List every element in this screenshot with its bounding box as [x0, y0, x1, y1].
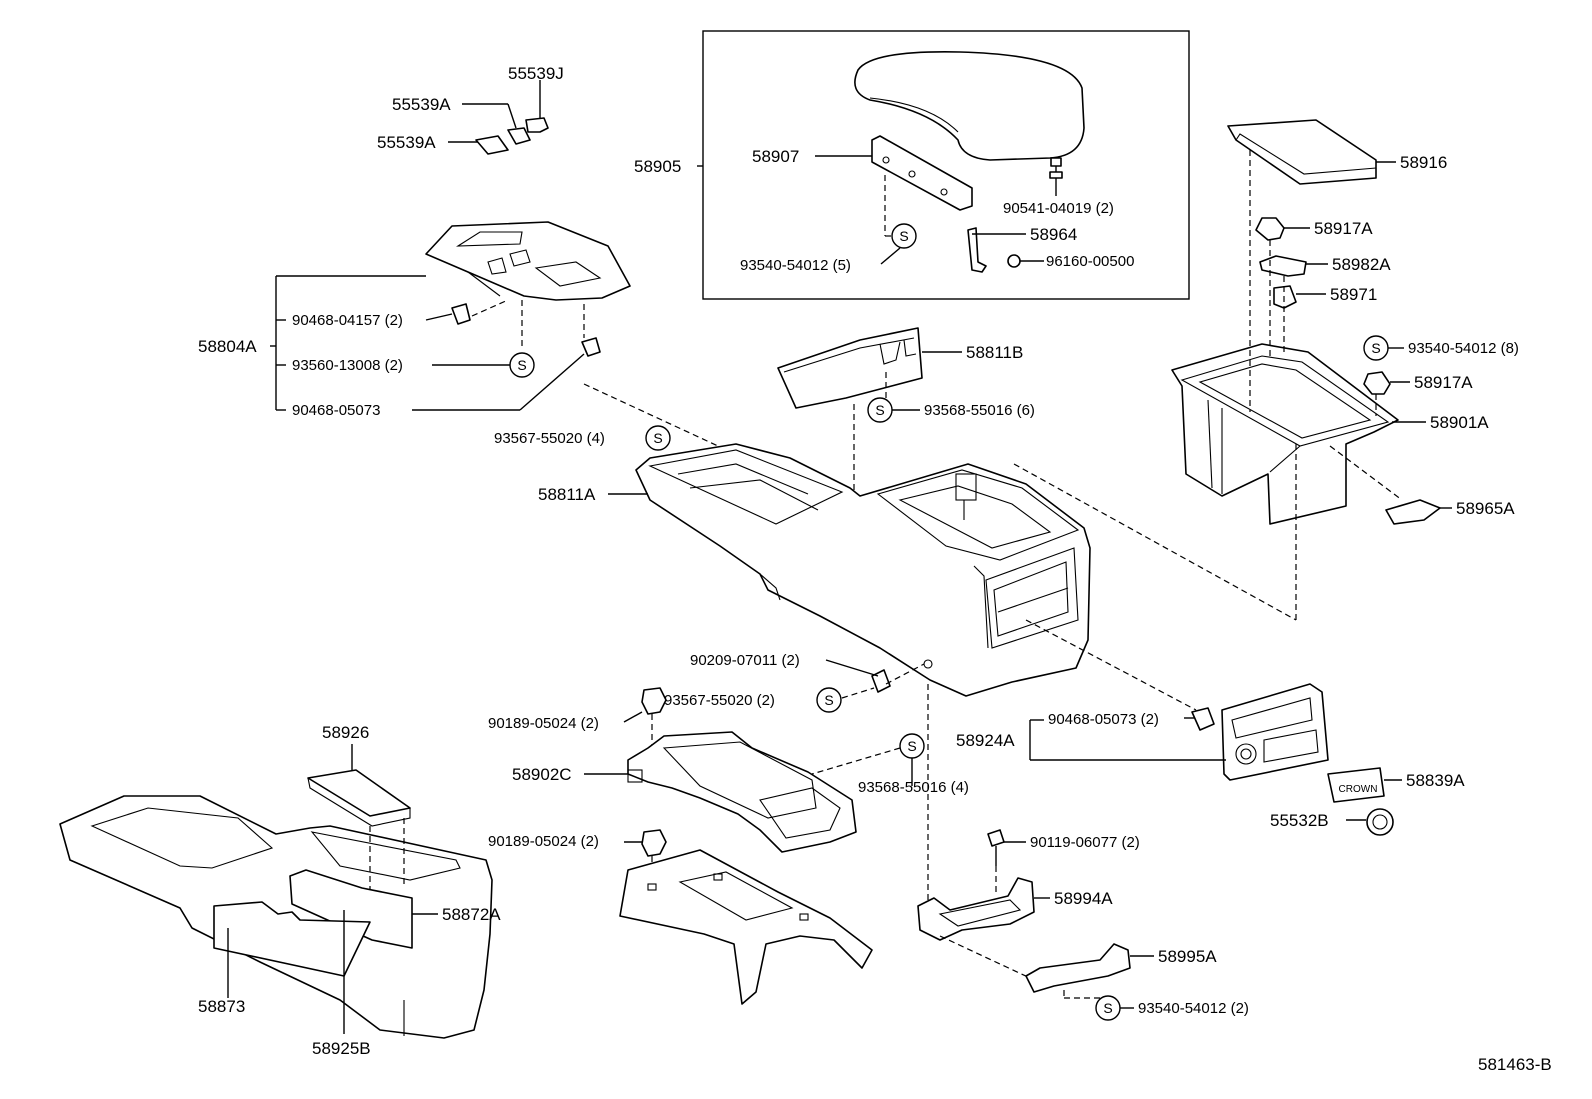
- grommet-90189-part-2: [641, 829, 667, 857]
- label-90468-05073-b: 90468-05073 (2): [1048, 711, 1159, 728]
- svg-text:S: S: [907, 738, 916, 754]
- label-55532B: 55532B: [1270, 811, 1329, 830]
- bracket-58902C-part: [627, 731, 857, 853]
- label-58924A: 58924A: [956, 731, 1015, 750]
- label-58839A: 58839A: [1406, 771, 1465, 790]
- latch-58964-part: [967, 227, 987, 273]
- grommet-58917A-part-2: [1363, 371, 1391, 395]
- label-58926: 58926: [322, 723, 369, 742]
- armrest-lid-part: [854, 51, 1085, 161]
- label-90189-b: 90189-05024 (2): [488, 833, 599, 850]
- badge-58839A-part: CROWN: [1327, 767, 1385, 803]
- bolt-90119-part: [987, 829, 1005, 866]
- label-58995A: 58995A: [1158, 947, 1217, 966]
- label-93560: 93560-13008 (2): [292, 357, 403, 374]
- clip-58971-part: [1273, 285, 1297, 309]
- label-93568-a: 93568-55016 (6): [924, 402, 1035, 419]
- label-58811A: 58811A: [538, 485, 596, 504]
- svg-text:S: S: [517, 357, 526, 373]
- label-58872A: 58872A: [442, 905, 501, 924]
- label-58907: 58907: [752, 147, 799, 166]
- svg-text:S: S: [875, 402, 884, 418]
- hinge-bracket-part: [871, 135, 973, 211]
- label-93540-a: 93540-54012 (5): [740, 257, 851, 274]
- screw-90541-part: [1049, 157, 1063, 184]
- label-55539A-2: 55539A: [377, 133, 436, 152]
- svg-text:S: S: [1103, 1000, 1112, 1016]
- trim-58873-part: [213, 901, 371, 977]
- label-90189-a: 90189-05024 (2): [488, 715, 599, 732]
- label-93567-a: 93567-55020 (4): [494, 430, 605, 447]
- clip-58965A-part: [1385, 499, 1441, 525]
- shift-panel-part: [425, 221, 631, 301]
- label-58873: 58873: [198, 997, 245, 1016]
- label-58982A: 58982A: [1332, 255, 1391, 274]
- label-55539J: 55539J: [508, 64, 564, 83]
- switch-55539A-part-1: [507, 127, 531, 145]
- label-58925B: 58925B: [312, 1039, 371, 1058]
- label-58965A: 58965A: [1456, 499, 1515, 518]
- clip-96160-part: [1007, 254, 1021, 268]
- label-58902C: 58902C: [512, 765, 572, 784]
- lid-58916-part: [1227, 119, 1377, 185]
- floor-bracket-part: [619, 849, 873, 1005]
- panel-58926-part: [307, 769, 411, 827]
- label-58811B: 58811B: [966, 343, 1023, 362]
- label-93568-b: 93568-55016 (4): [858, 779, 969, 796]
- label-58804A: 58804A: [198, 337, 257, 356]
- label-90119: 90119-06077 (2): [1030, 834, 1140, 851]
- console-body-part: [635, 443, 1091, 697]
- label-93540-b: 93540-54012 (8): [1408, 340, 1519, 357]
- label-90209: 90209-07011 (2): [690, 652, 800, 669]
- grommet-90189-part-1: [641, 687, 667, 715]
- label-58905: 58905: [634, 157, 681, 176]
- label-58901A: 58901A: [1430, 413, 1489, 432]
- front-panel-58924A-part: [1221, 683, 1329, 781]
- diagram-reference-id: 581463-B: [1478, 1055, 1552, 1074]
- label-93540-c: 93540-54012 (2): [1138, 1000, 1249, 1017]
- label-58916: 58916: [1400, 153, 1447, 172]
- label-58971: 58971: [1330, 285, 1377, 304]
- svg-text:S: S: [899, 228, 908, 244]
- label-58917A-1: 58917A: [1314, 219, 1373, 238]
- switch-55539J-part: [525, 117, 549, 133]
- knob-55532B-part: [1366, 808, 1394, 836]
- clip-90468-05073-b-part: [1191, 707, 1215, 731]
- clip-90468-04157-part: [451, 303, 471, 325]
- armrest-group-box: [702, 30, 1190, 300]
- label-90468-04157: 90468-04157 (2): [292, 312, 403, 329]
- svg-text:S: S: [653, 430, 662, 446]
- tray-58811B-part: [777, 327, 923, 409]
- storage-box-part: [1171, 343, 1399, 525]
- switch-55539A-part-2: [475, 135, 509, 155]
- label-55539A-1: 55539A: [392, 95, 451, 114]
- label-96160: 96160-00500: [1046, 253, 1134, 270]
- nut-90209-part: [871, 669, 891, 693]
- bracket-58982A-part: [1259, 255, 1307, 277]
- label-58994A: 58994A: [1054, 889, 1113, 908]
- label-90468-05073-a: 90468-05073: [292, 402, 380, 419]
- bracket-58995A-part: [1025, 943, 1131, 993]
- crown-badge-text: CROWN: [1339, 784, 1378, 795]
- label-93567-b: 93567-55020 (2): [664, 692, 775, 709]
- label-90541: 90541-04019 (2): [1003, 200, 1114, 217]
- clip-90468-05073-part: [581, 337, 601, 357]
- grommet-58917A-part-1: [1255, 217, 1285, 241]
- trim-58872A-part: [289, 869, 413, 949]
- bracket-58994A-part: [917, 877, 1035, 941]
- svg-text:S: S: [1371, 340, 1380, 356]
- svg-text:S: S: [824, 692, 833, 708]
- label-58917A-2: 58917A: [1414, 373, 1473, 392]
- label-58964: 58964: [1030, 225, 1077, 244]
